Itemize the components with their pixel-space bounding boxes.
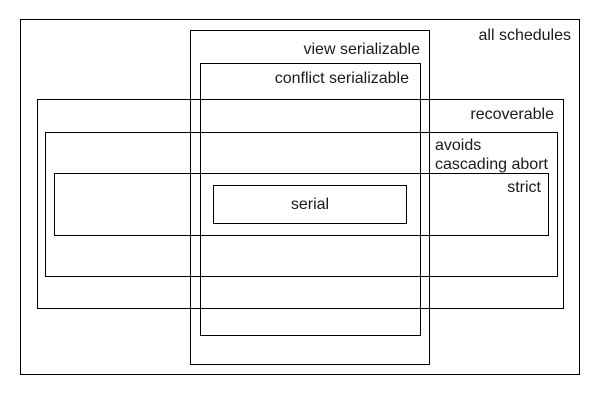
set-all-schedules-label: all schedules [478, 27, 572, 44]
set-recoverable: recoverable [37, 99, 564, 309]
set-strict: strict [54, 173, 549, 236]
set-avoids-cascading-abort: avoids cascading abort [45, 132, 558, 277]
set-all-schedules: all schedules [20, 19, 580, 375]
set-view-serializable: view serializable [190, 30, 430, 365]
set-serial-label: serial [290, 196, 330, 213]
set-conflict-serializable-label: conflict serializable [274, 70, 409, 87]
set-avoids-cascading-abort-label: avoids cascading abort [435, 136, 548, 174]
set-recoverable-label: recoverable [470, 106, 554, 123]
avoids-label-line2: cascading abort [435, 156, 548, 173]
set-view-serializable-label: view serializable [303, 41, 421, 58]
set-strict-label: strict [507, 179, 541, 196]
set-conflict-serializable: conflict serializable [200, 63, 421, 336]
set-serial: serial [213, 185, 407, 224]
avoids-label-line1: avoids [435, 137, 482, 154]
